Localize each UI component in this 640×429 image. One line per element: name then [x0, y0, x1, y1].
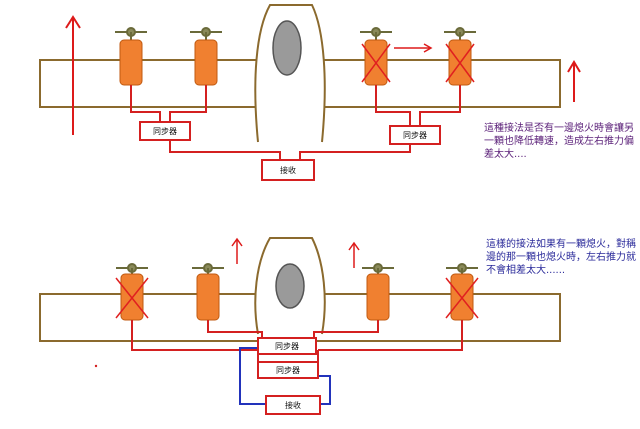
- bottom-receiver-box: 接收: [265, 395, 321, 415]
- bottom-engine-3: [366, 273, 390, 321]
- bottom-note: 這樣的接法如果有一顆熄火，對稱邊的那一顆也熄火時，左右推力就不會相差太大....…: [486, 239, 636, 276]
- bottom-propeller-3: [362, 263, 394, 274]
- up-arrow-icon: [231, 237, 243, 264]
- up-arrow-icon: [65, 15, 81, 135]
- bottom-engine-2: [196, 273, 220, 321]
- bottom-sync-1-label: 同步器: [275, 342, 299, 351]
- bottom-propeller-2: [192, 263, 224, 274]
- top-propeller-3: [360, 27, 392, 40]
- bottom-wiring-blue: [239, 347, 331, 405]
- top-sync-box-left: 同步器: [139, 121, 191, 141]
- top-engine-1: [119, 39, 143, 86]
- bottom-canopy: [275, 263, 305, 309]
- top-engine-2: [194, 39, 218, 86]
- cross-icon: [361, 43, 391, 83]
- top-receiver-label: 接收: [280, 165, 296, 175]
- bottom-diagram: 同步器 同步器 接收: [39, 237, 561, 415]
- bottom-propeller-4: [446, 263, 478, 274]
- cross-icon: [115, 277, 149, 319]
- bottom-wiring-red: [131, 320, 463, 368]
- top-note: 這種接法是否有一邊熄火時會讓另一顆也降低轉速，造成左右推力偏差太大....: [484, 123, 634, 160]
- right-arrow-icon: [394, 43, 433, 53]
- top-wiring: [130, 85, 461, 160]
- top-sync-right-label: 同步器: [403, 131, 427, 140]
- cross-icon: [445, 277, 479, 319]
- top-sync-box-right: 同步器: [389, 125, 441, 145]
- top-sync-left-label: 同步器: [153, 127, 177, 136]
- stray-mark: [94, 364, 98, 368]
- bottom-sync-box-1: 同步器: [257, 337, 317, 355]
- top-propeller-1: [115, 27, 147, 40]
- bottom-sync-box-2: 同步器: [257, 361, 319, 379]
- up-arrow-icon: [567, 60, 581, 102]
- bottom-receiver-label: 接收: [285, 400, 301, 410]
- top-diagram: 同步器 同步器 接收: [39, 4, 581, 181]
- top-receiver-box: 接收: [261, 159, 315, 181]
- bottom-propeller-1: [116, 263, 148, 274]
- bottom-sync-2-label: 同步器: [276, 366, 300, 375]
- cross-icon: [445, 43, 475, 83]
- top-propeller-4: [444, 27, 476, 40]
- top-canopy: [272, 20, 302, 76]
- up-arrow-icon: [348, 241, 360, 268]
- top-propeller-2: [190, 27, 222, 40]
